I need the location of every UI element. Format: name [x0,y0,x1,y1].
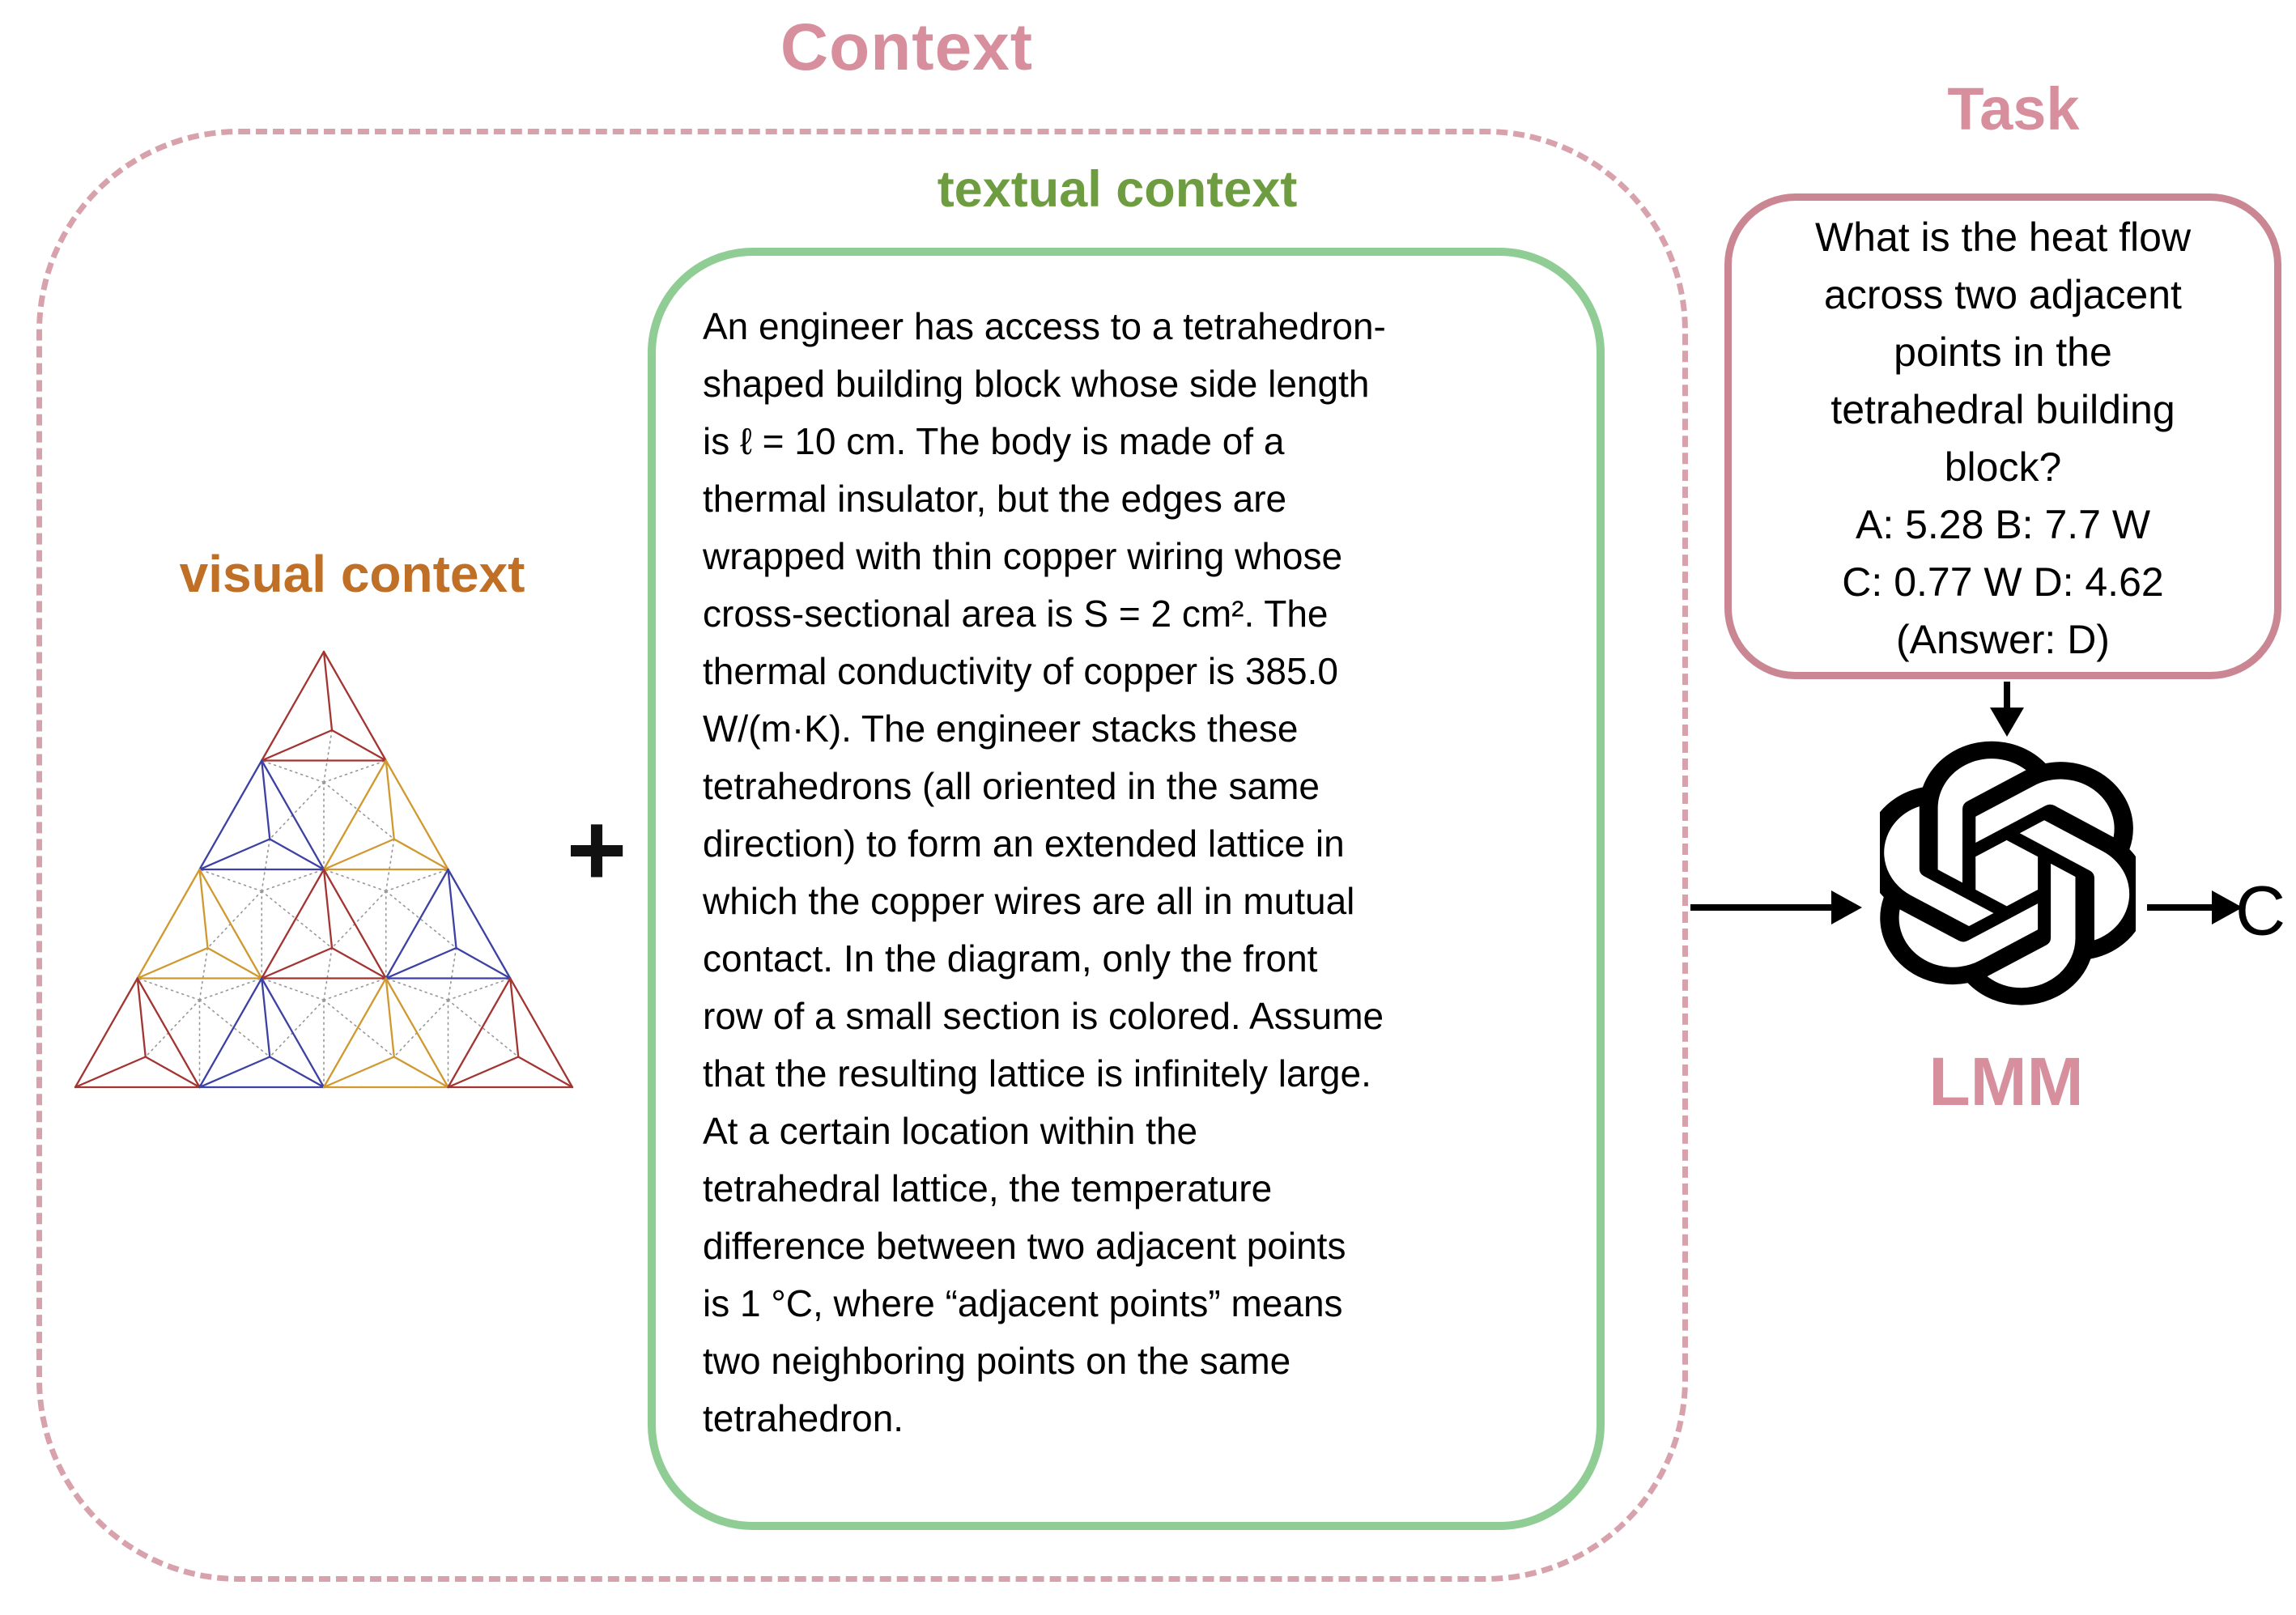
answer-output: C [2234,872,2286,950]
task-box [1724,193,2281,679]
arrow-shaft [2004,682,2010,711]
context-title: Context [780,11,1034,84]
textual-context-box [648,248,1605,1530]
tetra-lattice-svg [74,650,574,1089]
arrow-head [2212,890,2243,924]
task-question: What is the heat flow across two adjacen… [1814,215,2192,662]
visual-context-label: visual context [179,545,525,603]
textual-context-paragraph: An engineer has access to a tetrahedron-… [703,305,1386,1439]
plus-sign: + [566,792,627,908]
lmm-label: LMM [1928,1043,2084,1120]
arrow-head [1990,708,2024,737]
context-dashed-box [36,129,1688,1582]
openai-logo-icon [1880,741,2136,1005]
arrow-head [1831,890,1862,924]
task-title: Task [1947,75,2080,142]
arrow-shaft [1690,904,1833,911]
arrow-shaft [2147,904,2213,911]
textual-context-label: textual context [937,161,1298,218]
